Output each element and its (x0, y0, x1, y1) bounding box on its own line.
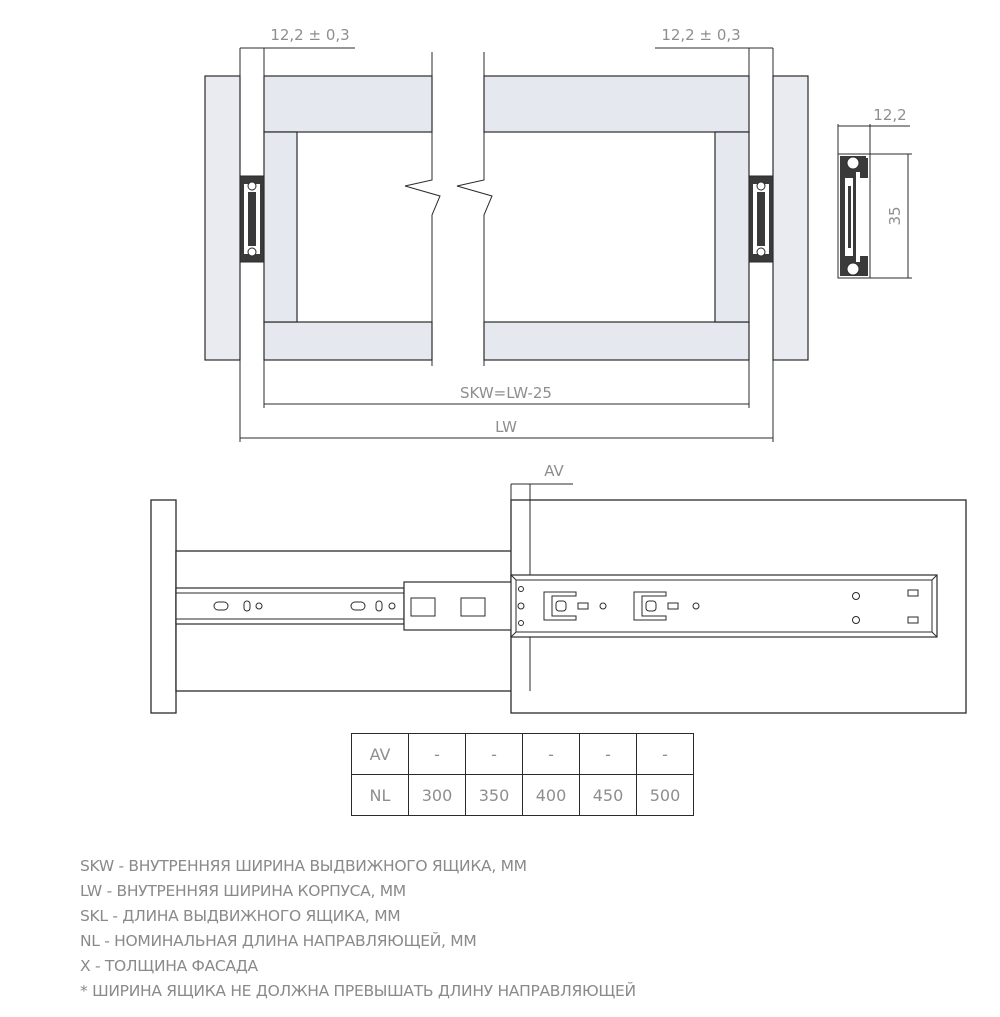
spec-cell: - (465, 733, 523, 775)
spec-row-av: AV - - - - - (351, 733, 694, 775)
spec-row-nl: NL 300 350 400 450 500 (351, 774, 694, 816)
cabinet-wall-right (772, 75, 809, 361)
drawer-front-panel (150, 499, 177, 714)
spec-table: AV - - - - - NL 300 350 400 450 500 (351, 733, 694, 816)
legend-item: SKW - ВНУТРЕННЯЯ ШИРИНА ВЫДВИЖНОГО ЯЩИКА… (80, 857, 527, 875)
dimension-skw: SKW=LW-25 (263, 360, 750, 408)
drawer-front-right (483, 321, 750, 361)
spec-cell: 500 (636, 774, 694, 816)
skw-label: SKW=LW-25 (460, 384, 552, 402)
dimension-gap-left: 12,2 ± 0,3 (239, 26, 355, 76)
gap-right-label: 12,2 ± 0,3 (661, 26, 740, 44)
legend-item: SKL - ДЛИНА ВЫДВИЖНОГО ЯЩИКА, ММ (80, 907, 401, 925)
av-label: AV (544, 462, 564, 480)
drawer-front-left (263, 321, 433, 361)
drawer-side-left (263, 131, 298, 323)
profile-detail: 12,2 35 (837, 106, 912, 279)
drawer-side-right (714, 131, 750, 323)
drawer-back-left (263, 75, 433, 133)
slide-profile-right (748, 175, 774, 263)
break-line-right (456, 52, 493, 366)
legend-item: * ШИРИНА ЯЩИКА НЕ ДОЛЖНА ПРЕВЫШАТЬ ДЛИНУ… (80, 982, 636, 1000)
spec-cell: 450 (579, 774, 637, 816)
cabinet-wall-left (204, 75, 241, 361)
dimension-lw: LW (239, 360, 774, 442)
outer-rail (510, 574, 938, 638)
profile-height-label: 35 (886, 206, 904, 225)
legend-item: LW - ВНУТРЕННЯЯ ШИРИНА КОРПУСА, ММ (80, 882, 406, 900)
spec-cell: - (636, 733, 694, 775)
legend: SKW - ВНУТРЕННЯЯ ШИРИНА ВЫДВИЖНОГО ЯЩИКА… (80, 854, 636, 1004)
legend-item: X - ТОЛЩИНА ФАСАДА (80, 957, 258, 975)
spec-cell: 300 (408, 774, 466, 816)
spec-row-label: AV (351, 733, 409, 775)
top-view: 12,2 ± 0,3 12,2 ± 0,3 SKW=LW-25 LW (204, 26, 809, 442)
slide-profile-left (239, 175, 265, 263)
spec-cell: 350 (465, 774, 523, 816)
break-line-left (404, 52, 441, 366)
legend-item: NL - НОМИНАЛЬНАЯ ДЛИНА НАПРАВЛЯЮЩЕЙ, ММ (80, 932, 477, 950)
middle-rail (403, 581, 513, 631)
dimension-gap-right: 12,2 ± 0,3 (655, 26, 774, 76)
profile-width-label: 12,2 (873, 106, 906, 124)
gap-left-label: 12,2 ± 0,3 (270, 26, 349, 44)
lw-label: LW (495, 418, 517, 436)
drawer-back-right (483, 75, 750, 133)
spec-cell: - (408, 733, 466, 775)
spec-cell: 400 (522, 774, 580, 816)
spec-cell: - (579, 733, 637, 775)
spec-row-label: NL (351, 774, 409, 816)
side-view: AV (150, 462, 967, 714)
spec-cell: - (522, 733, 580, 775)
